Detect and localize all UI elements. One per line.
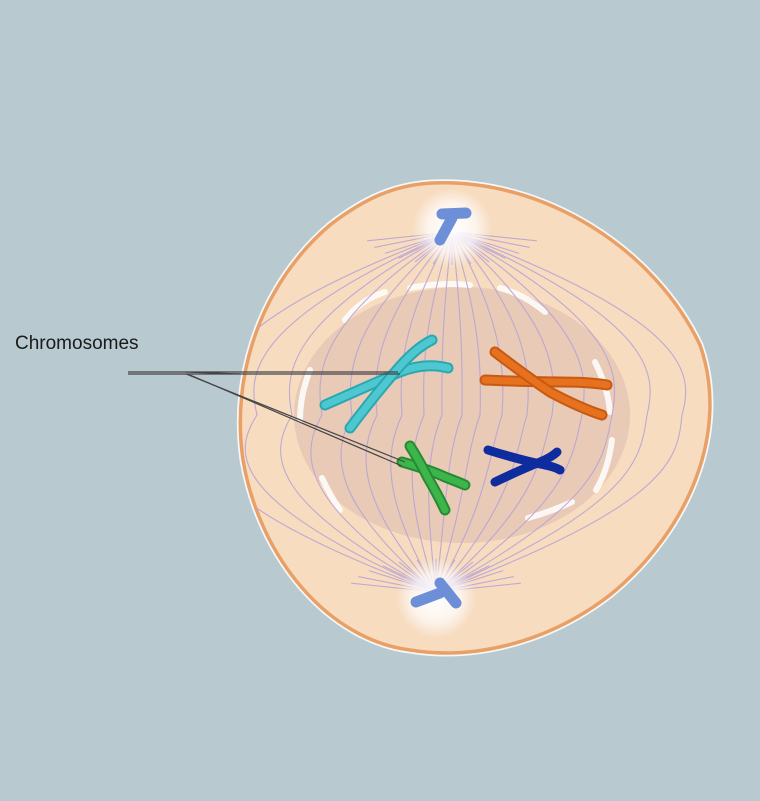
spindle-fiber <box>280 231 453 593</box>
spindle-fiber <box>390 231 453 593</box>
spindle-fiber <box>435 231 555 593</box>
spindle-fiber <box>435 231 463 593</box>
spindle-fiber <box>428 231 453 593</box>
bottom-centrosome-icon <box>410 577 462 609</box>
spindle-fiber <box>240 231 453 593</box>
spindle-fiber <box>435 231 616 593</box>
spindle-fiber <box>435 231 481 593</box>
spindle-fiber <box>435 231 529 593</box>
spindle-fiber <box>340 231 453 593</box>
spindle-fiber <box>310 231 453 593</box>
spindle-fiber <box>435 231 651 593</box>
spindle-fiber <box>365 231 453 593</box>
spindle-fiber <box>435 231 504 593</box>
top-centrosome-icon <box>434 207 472 246</box>
chromosome-orange <box>479 346 613 421</box>
spindle-fiber <box>244 231 453 593</box>
spindle-fiber <box>411 231 453 593</box>
spindle-fiber <box>435 231 687 593</box>
spindle-fibers <box>240 231 687 593</box>
chromosomes-leader-lines <box>128 371 406 467</box>
spindle-fiber <box>435 231 585 593</box>
chromosome-green <box>396 440 471 516</box>
chromosome-navy <box>483 445 565 487</box>
chromosomes-label: Chromosomes <box>15 333 139 354</box>
